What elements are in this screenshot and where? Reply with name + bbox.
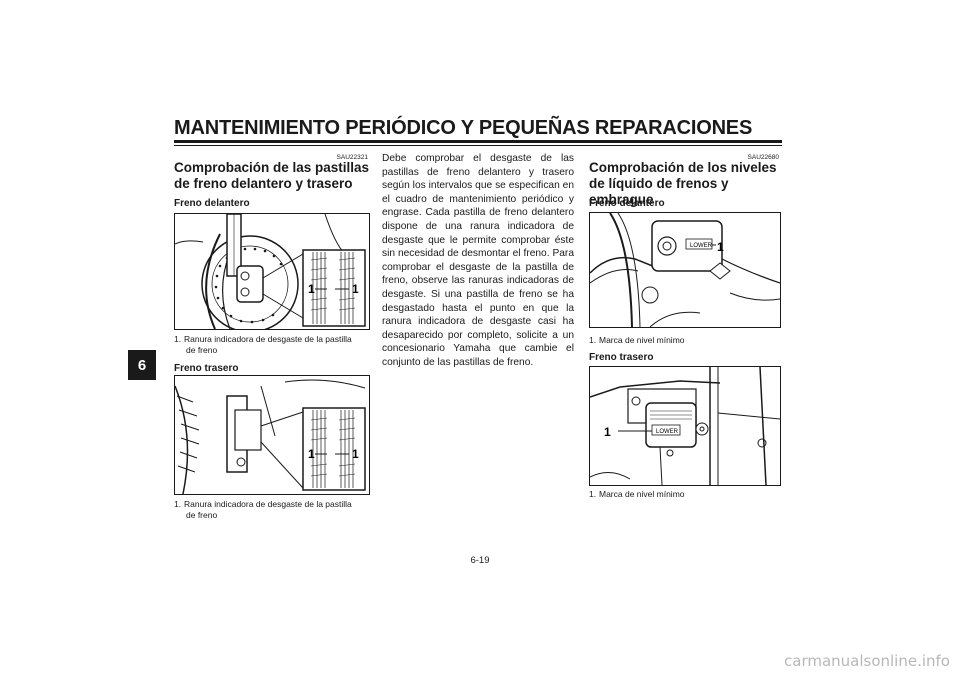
rear-brake-pad-figure: 1 1	[174, 375, 370, 495]
front-level-callout: 1	[717, 240, 724, 254]
subheading-front-brake: Freno delantero	[589, 198, 665, 209]
rear-pad-caption: 1.Ranura indicadora de desgaste de la pa…	[174, 499, 352, 520]
rear-pad-callout-right: 1	[352, 447, 359, 461]
section-code: SAU22321	[336, 154, 368, 161]
front-pad-callout-left: 1	[308, 282, 315, 296]
rear-level-callout: 1	[604, 425, 611, 439]
rear-level-caption: 1.Marca de nivel mínimo	[589, 489, 685, 499]
front-brake-pad-figure: 1 1	[174, 213, 370, 330]
page-header-title: MANTENIMIENTO PERIÓDICO Y PEQUEÑAS REPAR…	[174, 117, 753, 139]
front-reservoir-figure: LOWER 1	[589, 212, 781, 328]
subheading-rear-brake: Freno trasero	[174, 363, 239, 374]
front-lower-mark: LOWER	[690, 243, 713, 249]
watermark: carmanualsonline.info	[784, 652, 950, 670]
rear-reservoir-figure: LOWER 1	[589, 366, 781, 486]
section-title-brake-pads: Comprobación de las pastillas de freno d…	[174, 160, 370, 191]
header-rule	[174, 140, 782, 143]
rear-pad-callout-left: 1	[308, 447, 315, 461]
section-title-fluid-levels: Comprobación de los niveles de líquido d…	[589, 160, 777, 207]
chapter-tab: 6	[128, 350, 156, 380]
front-pad-callout-right: 1	[352, 282, 359, 296]
rear-lower-mark: LOWER	[656, 429, 679, 435]
page-number: 6-19	[470, 555, 490, 566]
subheading-front-brake: Freno delantero	[174, 198, 250, 209]
front-level-caption: 1.Marca de nivel mínimo	[589, 335, 685, 345]
brake-pad-instructions: Debe comprobar el desgaste de las pastil…	[382, 153, 574, 368]
subheading-rear-brake: Freno trasero	[589, 352, 654, 363]
header-rule-thin	[174, 145, 782, 146]
front-pad-caption: 1.Ranura indicadora de desgaste de la pa…	[174, 334, 352, 355]
section-code: SAU22680	[747, 154, 779, 161]
